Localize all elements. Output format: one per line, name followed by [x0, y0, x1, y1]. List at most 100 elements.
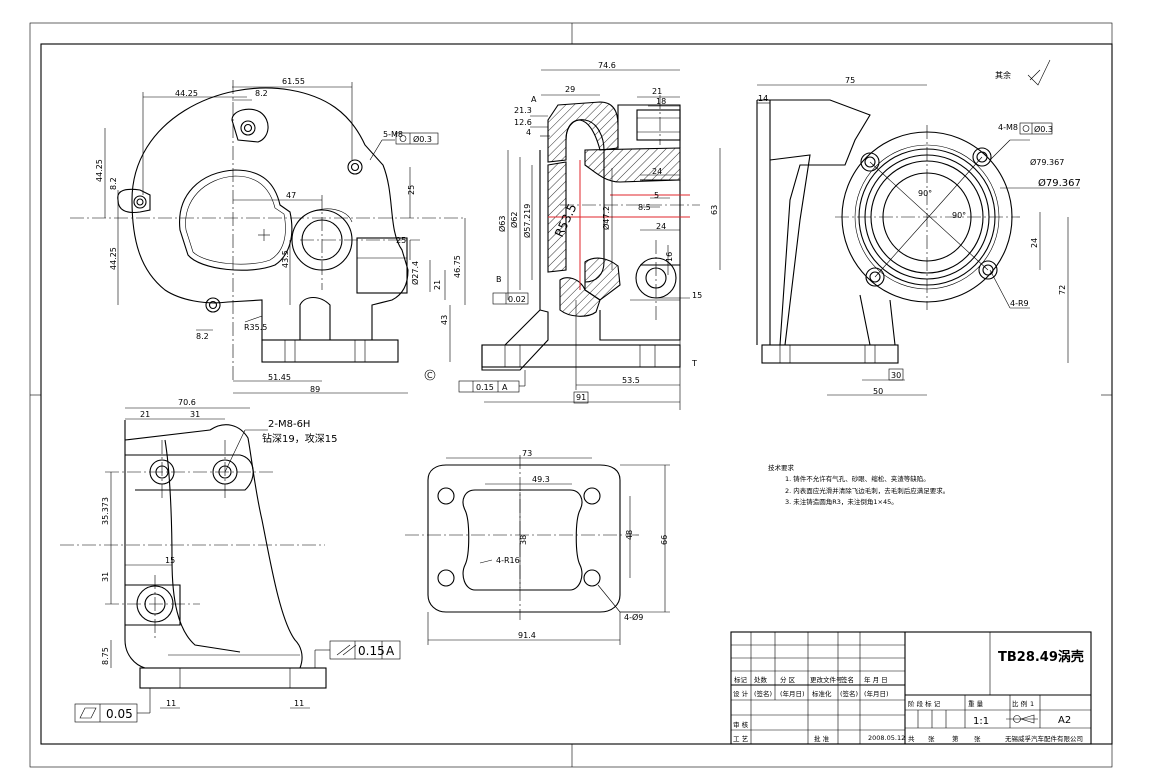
tb-ratio: 比 例	[1012, 699, 1027, 708]
dim-15: 15	[692, 291, 702, 300]
dim-91: 91	[576, 393, 586, 402]
callout-5-m8-tol: Ø0.3	[413, 134, 432, 144]
dim-70-6: 70.6	[178, 398, 196, 407]
tb-total: 共	[908, 734, 915, 743]
dim-49-3: 49.3	[532, 475, 550, 484]
dim-r35-5: R35.5	[244, 323, 267, 332]
tb-process: 工 艺	[733, 735, 749, 743]
dim-66: 66	[660, 535, 669, 545]
dim-44-25-top: 44.25	[175, 89, 198, 98]
dim-8-75: 8.75	[101, 647, 110, 665]
parallel-tol: 0.15	[476, 383, 494, 392]
dim-4: 4	[526, 128, 531, 137]
dim-74-6: 74.6	[598, 61, 616, 70]
callout-4-m8: 4-M8	[998, 123, 1018, 132]
tb-header-mark: 标记	[734, 675, 748, 684]
dim-8-2-bottom: 8.2	[196, 332, 209, 341]
tb-review: 审 核	[733, 720, 749, 729]
dim-47: 47	[286, 191, 296, 200]
dim-51-45: 51.45	[268, 373, 291, 382]
dim-46-75: 46.75	[453, 255, 462, 278]
dim-29: 29	[565, 85, 575, 94]
scale: 1:1	[973, 716, 989, 727]
dim-24-side: 24	[1030, 238, 1039, 248]
flatness-tol: 0.02	[508, 295, 526, 304]
angle-90-b: 90°	[952, 211, 966, 220]
dim-31-top: 31	[190, 410, 200, 419]
dim-16: 16	[665, 252, 674, 262]
dim-d57-219: Ø57.219	[522, 204, 532, 238]
date: 2008.05.12	[868, 734, 905, 742]
dim-8-2-top: 8.2	[255, 89, 268, 98]
dim-44-25-low: 44.25	[109, 247, 118, 270]
depth-note: 钻深19，攻深15	[262, 432, 337, 445]
tb-design-date: (年月日)	[780, 689, 805, 698]
dim-75: 75	[845, 76, 855, 85]
tb-header-zone: 分 区	[780, 675, 796, 684]
dim-11-left: 11	[166, 699, 176, 708]
roughness-label: 其余	[995, 70, 1011, 80]
dim-11-right: 11	[294, 699, 304, 708]
front-view: 44.25 8.2 61.55 44.25 8.2 44.25 47 25 43…	[70, 77, 466, 394]
dim-12-6: 12.6	[514, 118, 532, 127]
callout-5-m8: 5-M8	[383, 130, 403, 139]
tb-standard: 标准化	[812, 689, 832, 698]
parallel-datum: A	[502, 383, 508, 392]
tb-header-count: 处数	[754, 675, 768, 684]
drawing-name: TB28.49涡壳	[998, 649, 1084, 665]
tb-design-sign: (签名)	[754, 689, 772, 698]
datum-a: A	[531, 95, 537, 104]
dim-30: 30	[891, 371, 901, 380]
dim-38: 38	[519, 535, 528, 545]
company: 无锡威孚汽车配件有限公司	[1005, 734, 1083, 743]
tb-weight: 重 量	[968, 700, 984, 708]
side-view: 75 14 63 Ø79.367 Ø79.367 90° 90° 24 72 3…	[710, 59, 1081, 396]
tb-header-sign: 签名	[841, 675, 854, 684]
note-1: 1. 铸件不允许有气孔、砂眼、缩松、夹渣等缺陷。	[785, 474, 930, 483]
sheet-no: 1	[1030, 700, 1034, 708]
dim-8-5: 8.5	[638, 203, 651, 212]
note-3: 3. 未注铸造圆角R3，未注倒角1×45。	[785, 497, 898, 506]
tb-header-change: 更改文件号	[810, 675, 843, 684]
dim-63: 63	[710, 205, 719, 215]
dim-61-55: 61.55	[282, 77, 305, 86]
dim-31-left: 31	[101, 572, 110, 582]
dim-48: 48	[625, 530, 634, 540]
note-4-d9: 4-Ø9	[624, 612, 643, 622]
notes-heading: 技术要求	[768, 463, 795, 472]
dim-21-bl: 21	[140, 410, 150, 419]
dim-25-right: 25	[407, 185, 416, 195]
dim-53-5: 53.5	[622, 376, 640, 385]
note-2: 2. 内表面应光滑并清除飞边毛刺，去毛刺后应满足要求。	[785, 486, 949, 495]
dim-43: 43	[440, 315, 449, 325]
dim-d79-367-small: Ø79.367	[1030, 157, 1064, 167]
parallel-datum-bl: A	[386, 644, 395, 658]
tb-design: 设 计	[733, 689, 749, 698]
datum-t: T	[691, 359, 697, 368]
dim-5: 5	[654, 191, 659, 200]
technical-notes: 技术要求 1. 铸件不允许有气孔、砂眼、缩松、夹渣等缺陷。 2. 内表面应光滑并…	[768, 463, 949, 506]
dim-15-bl: 15	[165, 556, 175, 565]
flange-view: 73 49.3 38 48 66 91.4 4-R16 4-Ø9	[405, 449, 670, 645]
dim-27-4: Ø27.4	[410, 261, 420, 285]
datum-c: C	[427, 371, 433, 380]
dim-d79-367-large: Ø79.367	[1038, 177, 1081, 189]
dim-d62: Ø62	[509, 212, 519, 228]
dim-21: 21	[433, 280, 442, 290]
angle-90-a: 90°	[918, 189, 932, 198]
dim-d47-2: Ø47.2	[601, 206, 611, 230]
note-4-r16: 4-R16	[496, 556, 520, 565]
bottom-left-view: 70.6 21 31 35.373 31 15 8.75 11 11 2-M8-…	[60, 398, 401, 723]
sheet-size: A2	[1058, 715, 1071, 726]
flatness-tol-bl: 0.05	[106, 707, 133, 721]
dim-21-top: 21	[652, 87, 662, 96]
tb-total-unit: 张	[928, 734, 935, 743]
dim-73: 73	[522, 449, 532, 458]
tb-standard-sign: (签名)	[840, 689, 858, 698]
dim-d63: Ø63	[497, 216, 507, 232]
thread-note: 2-M8-6H	[268, 419, 310, 430]
tb-approve: 批 准	[814, 734, 830, 743]
tb-standard-date: (年月日)	[864, 689, 889, 698]
section-view: 74.6 29 21 18 21.3 12.6 4 Ø63 Ø62 Ø57.21…	[458, 61, 702, 410]
